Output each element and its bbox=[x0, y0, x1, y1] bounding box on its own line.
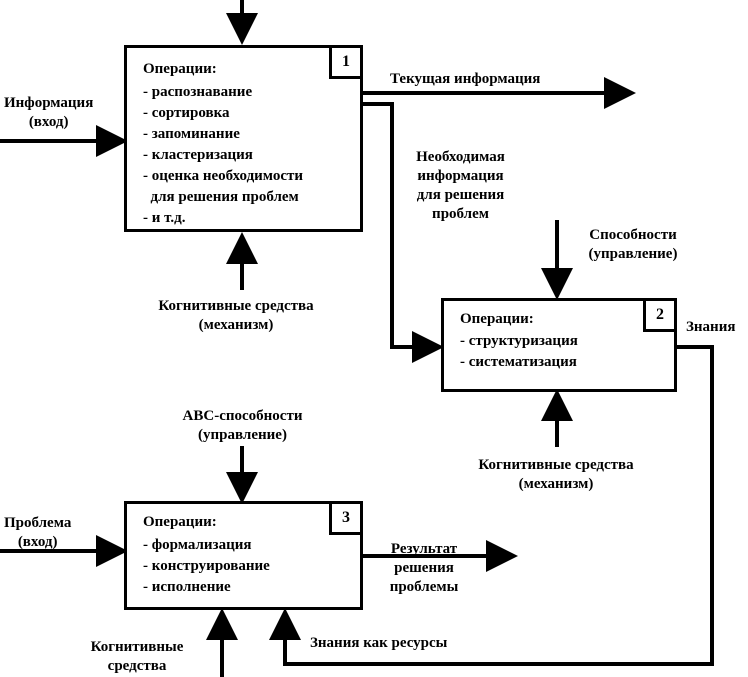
problem-input-label-line: (вход) bbox=[17, 534, 58, 550]
knowledge-resources-label: Знания как ресурсы bbox=[310, 635, 448, 651]
result-label: Результат решения проблемы bbox=[374, 540, 474, 597]
knowledge-loop-arrow bbox=[269, 345, 714, 666]
needed-info-label-line: для решения bbox=[416, 187, 505, 203]
block-1-title: Операции: bbox=[143, 61, 217, 77]
operation-item: - запоминание bbox=[143, 126, 240, 142]
operation-item: - конструирование bbox=[143, 558, 270, 574]
block-1-operations: - распознавание - сортировка - запоминан… bbox=[143, 82, 303, 229]
block-3-number: 3 bbox=[329, 501, 363, 535]
operation-item: - исполнение bbox=[143, 579, 231, 595]
cognitive-mechanism-1-label-line: Когнитивные средства bbox=[158, 298, 314, 314]
needed-info-label-line: Необходимая bbox=[416, 149, 505, 165]
operation-item: - формализация bbox=[143, 537, 252, 553]
cognitive-mechanism-2-label-line: Когнитивные средства bbox=[478, 457, 634, 473]
problem-input-label-line: Проблема bbox=[4, 515, 72, 531]
block-3: 3 Операции: - формализация - конструиров… bbox=[124, 501, 363, 610]
knowledge-label: Знания bbox=[686, 319, 736, 335]
cognitive-mechanism-2-label-line: (механизм) bbox=[518, 476, 594, 492]
info-input-label-line: Информация bbox=[4, 95, 94, 111]
result-label-line: решения bbox=[394, 560, 454, 576]
block-1: 1 Операции: - распознавание - сортировка… bbox=[124, 45, 363, 232]
operation-item: - систематизация bbox=[460, 354, 577, 370]
operation-item: - распознавание bbox=[143, 84, 253, 100]
block-2-title: Операции: bbox=[460, 311, 534, 327]
block-3-title: Операции: bbox=[143, 514, 217, 530]
cognitive-mechanism-2-label: Когнитивные средства (механизм) bbox=[446, 456, 666, 494]
operation-item: - оценка необходимости bbox=[143, 168, 303, 184]
block-3-operations: - формализация - конструирование - испол… bbox=[143, 535, 270, 598]
cognitive-means-3-label-line: Когнитивные bbox=[90, 639, 184, 655]
result-label-line: проблемы bbox=[389, 579, 459, 595]
current-info-label: Текущая информация bbox=[390, 71, 541, 87]
needed-info-label-line: информация bbox=[417, 168, 504, 184]
operation-item: - сортировка bbox=[143, 105, 230, 121]
block-2: 2 Операции: - структуризация - системати… bbox=[441, 298, 677, 392]
abc-abilities-label-line: АВС-способности bbox=[182, 408, 303, 424]
needed-info-label-line: проблем bbox=[432, 206, 489, 222]
abilities-label: Способности (управление) bbox=[568, 226, 698, 264]
needed-info-arrow bbox=[363, 102, 444, 363]
needed-info-label: Необходимая информация для решения пробл… bbox=[398, 148, 523, 224]
cognitive-means-3-label-line: средства bbox=[107, 658, 167, 674]
operation-item: - структуризация bbox=[460, 333, 578, 349]
block-2-operations: - структуризация - систематизация bbox=[460, 331, 578, 373]
operation-item: для решения проблем bbox=[143, 189, 299, 205]
operation-item: - и т.д. bbox=[143, 210, 186, 226]
cognitive-mechanism-1-label: Когнитивные средства (механизм) bbox=[136, 297, 336, 335]
info-input-label: Информация (вход) bbox=[4, 94, 93, 132]
cognitive-means-3-label: Когнитивные средства bbox=[82, 638, 192, 676]
result-label-line: Результат bbox=[390, 541, 458, 557]
info-input-label-line: (вход) bbox=[28, 114, 69, 130]
problem-input-label: Проблема (вход) bbox=[4, 514, 71, 552]
cognitive-mechanism-1-label-line: (механизм) bbox=[198, 317, 274, 333]
block-1-number: 1 bbox=[329, 45, 363, 79]
abilities-label-line: (управление) bbox=[588, 246, 678, 262]
abilities-label-line: Способности bbox=[589, 227, 677, 243]
abc-abilities-label: АВС-способности (управление) bbox=[170, 407, 315, 445]
block-2-number: 2 bbox=[643, 298, 677, 332]
operation-item: - кластеризация bbox=[143, 147, 253, 163]
abc-abilities-label-line: (управление) bbox=[198, 427, 287, 443]
